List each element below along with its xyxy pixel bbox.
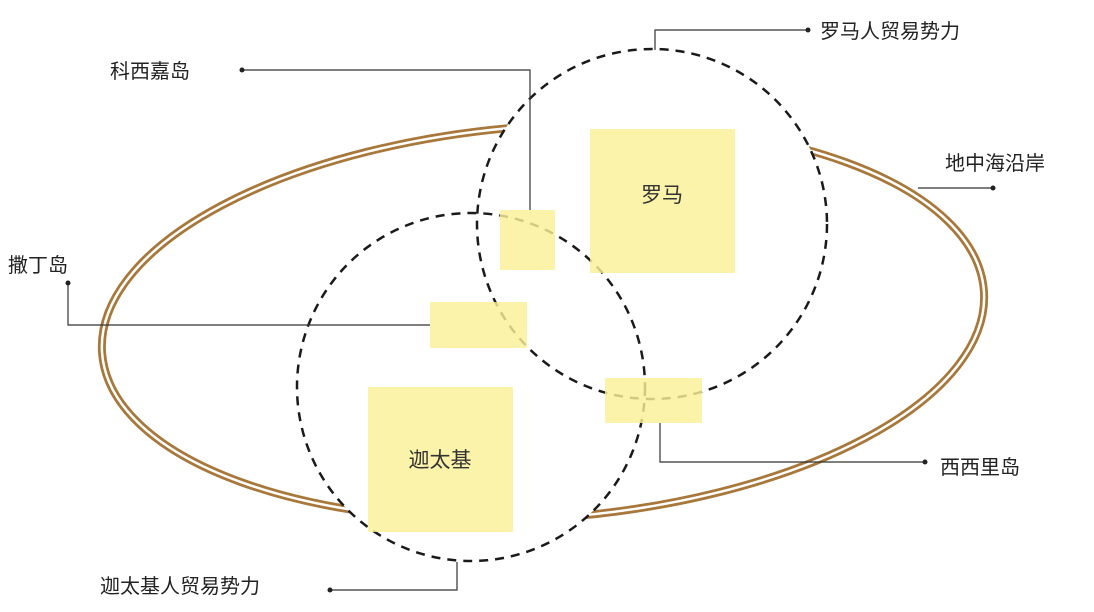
roman-power-label: 罗马人贸易势力 — [820, 19, 960, 43]
sicily-box — [605, 378, 702, 423]
corsica-box — [500, 210, 555, 270]
carthage-power-label: 迦太基人贸易势力 — [100, 574, 260, 598]
sardinia-box — [430, 302, 527, 348]
carthage-label: 迦太基 — [409, 448, 472, 472]
sicily-label: 西西里岛 — [940, 455, 1020, 479]
med-coast-label: 地中海沿岸 — [945, 151, 1045, 175]
corsica-label: 科西嘉岛 — [110, 59, 190, 83]
rome-label: 罗马 — [641, 183, 683, 207]
carthage-box — [368, 387, 513, 532]
sardinia-label: 撒丁岛 — [8, 253, 68, 277]
leader-lines — [67, 29, 993, 591]
rome-box — [590, 129, 735, 273]
